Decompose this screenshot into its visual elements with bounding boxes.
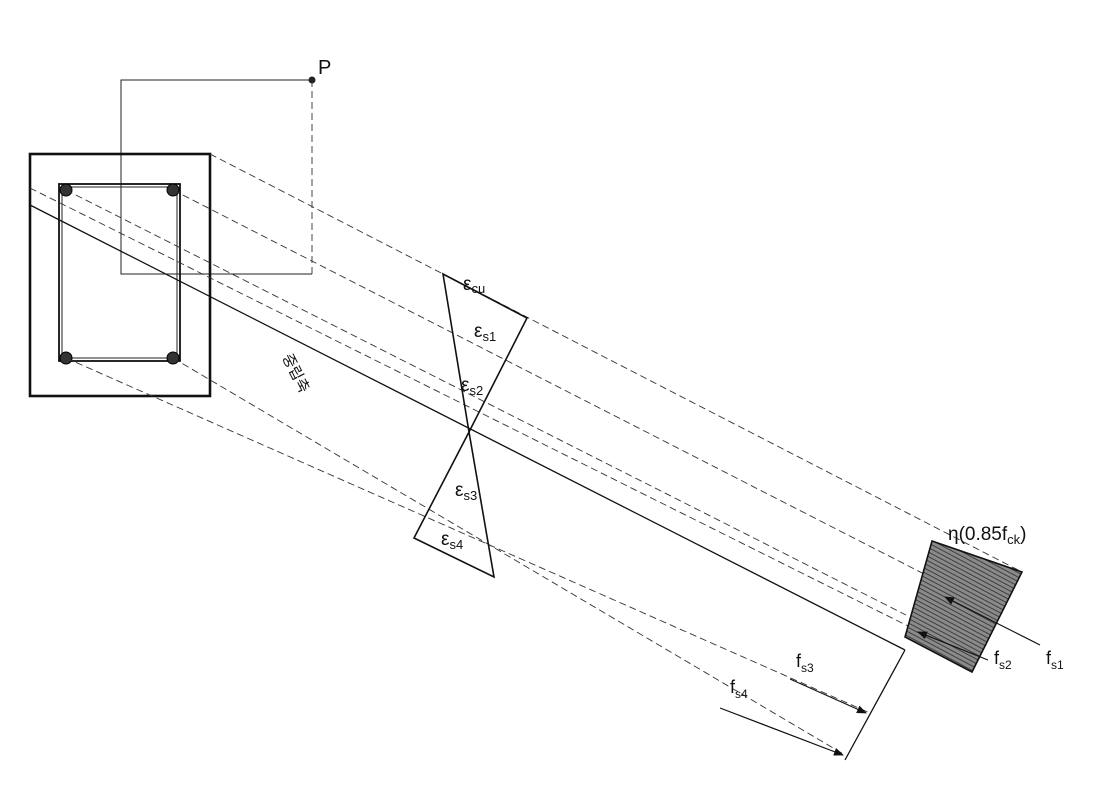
fs1-label: fs1 [1046,648,1064,672]
stress-base-line [844,649,906,761]
stress-block-label: η(0.85fck) [948,524,1026,547]
fs1-arrow [944,596,1041,646]
fs2-label: fs2 [994,648,1012,672]
strain-es4-label: εs4 [441,529,463,552]
column-cross-section [28,152,212,398]
strain-ecu-label: εcu [463,274,485,296]
strain-es1-label: εs1 [474,321,496,344]
fs3-label: fs3 [796,651,814,675]
load-point-box [120,79,313,275]
fs4-arrow [719,707,844,756]
fs2-arrow [917,631,989,661]
strain-es2-label: εs2 [461,375,483,398]
steel-force-arrows [719,596,1041,761]
load-point-p [308,76,316,84]
load-point-label: P [318,57,331,79]
fs4-label: fs4 [730,677,748,701]
projection-lines [29,153,1023,756]
strain-es3-label: εs3 [455,480,477,503]
strain-diagram [412,272,529,579]
fs3-arrow [789,678,867,714]
neutral-axis-label: 중립축 [278,351,312,396]
